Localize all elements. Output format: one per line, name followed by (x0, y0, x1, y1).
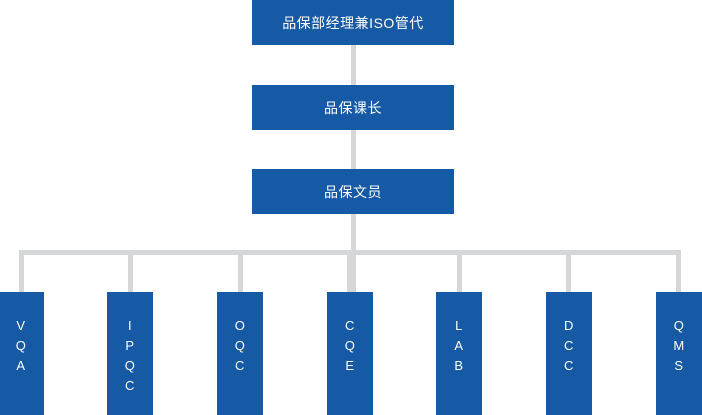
node-lab-label: L A B (454, 316, 463, 376)
node-dcc-label: D C C (564, 316, 574, 376)
node-cqe[interactable]: C Q E (327, 292, 373, 415)
connector-bus-to-vqa (19, 250, 24, 295)
node-oqc[interactable]: O Q C (217, 292, 263, 415)
letter: O (234, 318, 246, 333)
node-manager-label: 品保部经理兼ISO管代 (282, 14, 424, 31)
letter: C (235, 358, 245, 373)
letter: C (345, 318, 355, 333)
node-ipqc-label: I P Q C (125, 316, 136, 396)
connector-bus-to-qms (676, 250, 681, 295)
node-clerk[interactable]: 品保文员 (252, 169, 454, 214)
connector-bus-to-oqc (238, 250, 243, 295)
node-manager[interactable]: 品保部经理兼ISO管代 (252, 0, 454, 45)
node-oqc-label: O Q C (235, 316, 246, 376)
letter: B (454, 358, 464, 373)
letter: S (674, 358, 684, 373)
letter: L (455, 318, 463, 333)
connector-bus-to-lab (457, 250, 462, 295)
letter: Q (234, 338, 246, 353)
connector-bus-to-ipqc (128, 250, 133, 295)
node-vqa[interactable]: V Q A (0, 292, 44, 415)
node-section-chief[interactable]: 品保课长 (252, 85, 454, 130)
letter: Q (673, 318, 685, 333)
letter: A (454, 338, 464, 353)
letter: A (16, 358, 26, 373)
node-qms[interactable]: Q M S (656, 292, 702, 415)
connector-bus-to-dcc (566, 250, 571, 295)
connector-manager-to-section-chief (351, 43, 356, 87)
node-clerk-label: 品保文员 (324, 183, 382, 200)
letter: C (564, 338, 574, 353)
letter: Q (124, 358, 136, 373)
node-ipqc[interactable]: I P Q C (107, 292, 153, 415)
letter: C (564, 358, 574, 373)
node-dcc[interactable]: D C C (546, 292, 592, 415)
letter: Q (15, 338, 27, 353)
node-qms-label: Q M S (673, 316, 684, 376)
connector-bus-to-cqe (347, 250, 352, 295)
node-section-chief-label: 品保课长 (324, 99, 382, 116)
letter: M (673, 338, 685, 353)
node-vqa-label: V Q A (16, 316, 27, 376)
letter: Q (344, 338, 356, 353)
connector-section-chief-to-clerk (351, 128, 356, 171)
letter: P (125, 338, 135, 353)
letter: D (564, 318, 574, 333)
letter: V (16, 318, 26, 333)
letter: I (127, 318, 133, 333)
node-cqe-label: C Q E (345, 316, 356, 376)
letter: E (345, 358, 355, 373)
node-lab[interactable]: L A B (436, 292, 482, 415)
letter: C (125, 378, 135, 393)
